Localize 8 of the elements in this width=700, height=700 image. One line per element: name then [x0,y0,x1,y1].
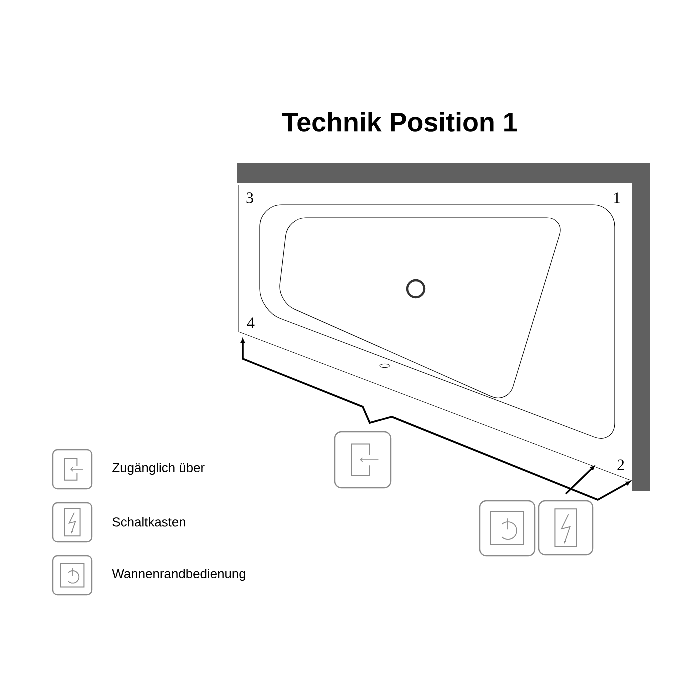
corner-number: 3 [246,192,254,204]
corner-number: 4 [247,318,255,328]
title: Technik Position 1 [282,112,518,132]
legend-text: Zugänglich über [112,462,205,476]
legend-text: Schaltkasten [112,517,186,527]
legend-text: Wannenrandbedienung [112,568,246,582]
corner-number: 1 [614,192,620,204]
corner-number: 2 [618,460,624,470]
